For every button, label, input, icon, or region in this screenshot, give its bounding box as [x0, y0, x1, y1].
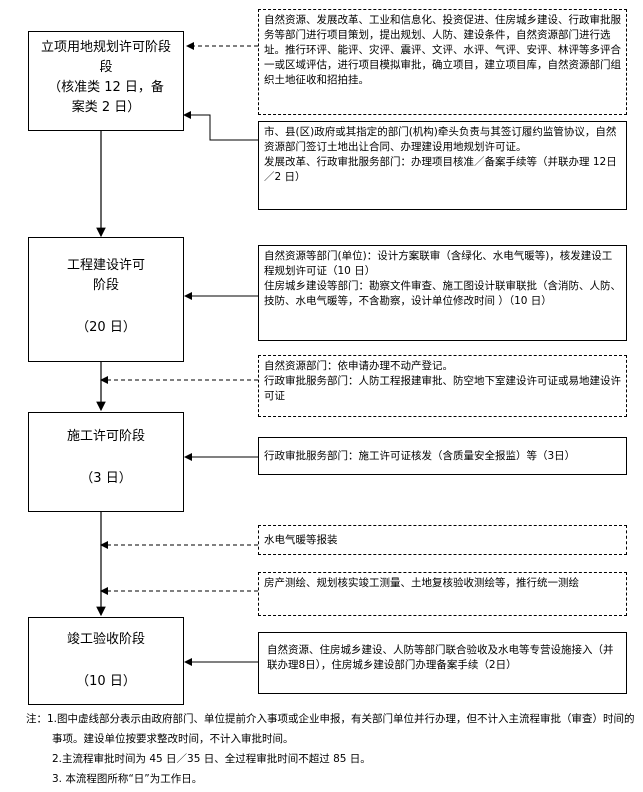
stage-2-title: 工程建设许可: [66, 258, 145, 273]
side-box-3-text: 自然资源等部门(单位)：设计方案联审（含绿化、水电气暖等)，核发建设工程规划许可…: [264, 250, 613, 277]
stage-2-title-line2: 阶段: [92, 278, 119, 293]
side-box-completion-acceptance: 自然资源、住房城乡建设、人防等部门联合验收及水电等专营设施接入（并联办理8日），…: [258, 632, 627, 694]
stage-box-2: 工程建设许可 阶段 （20 日）: [28, 237, 184, 362]
stage-1-title: 立项用地规划许可阶段: [40, 40, 171, 55]
stage-4-duration: （10 日）: [76, 674, 136, 689]
stage-box-3: 施工许可阶段 （3 日）: [28, 412, 184, 512]
side-box-7-text: 房产测绘、规划核实竣工测量、土地复核验收测绘等，推行统一测绘: [264, 577, 579, 589]
side-box-3-text2: 住房城乡建设等部门：勘察文件审查、施工图设计联审联批（含消防、人防、技防、水电气…: [264, 280, 621, 307]
stage-box-1: 立项用地规划许可阶段 段 （核准类 12 日，备案类 2 日）: [28, 31, 184, 131]
side-box-construction-permit: 行政审批服务部门：施工许可证核发（含质量安全报监）等（3日）: [258, 437, 627, 475]
side-box-registration: 自然资源部门：依申请办理不动产登记。 行政审批服务部门：人防工程报建审批、防空地…: [258, 355, 627, 417]
side-box-6-text: 水电气暖等报装: [264, 534, 338, 546]
side-box-1-text: 自然资源、发展改革、工业和信息化、投资促进、住房城乡建设、行政审批服务等部门进行…: [264, 14, 621, 86]
note-3: 3. 本流程图所称“日”为工作日。: [52, 773, 203, 785]
side-box-4-text: 自然资源部门：依申请办理不动产登记。: [264, 360, 453, 372]
footnotes: 注：1.图中虚线部分表示由政府部门、单位提前介入事项或企业申报，有关部门单位并行…: [26, 709, 640, 789]
side-box-planning: 自然资源、发展改革、工业和信息化、投资促进、住房城乡建设、行政审批服务等部门进行…: [258, 9, 627, 115]
side-box-8-text: 自然资源、住房城乡建设、人防等部门联合验收及水电等专营设施接入（并联办理8日），…: [267, 644, 614, 671]
side-box-4-text2: 行政审批服务部门：人防工程报建审批、防空地下室建设许可证或易地建设许可证: [264, 375, 621, 402]
side-box-surveying: 房产测绘、规划核实竣工测量、土地复核验收测绘等，推行统一测绘: [258, 572, 627, 616]
side-box-land-contract: 市、县(区)政府或其指定的部门(机构)牵头负责与其签订履约监管协议，自然资源部门…: [258, 121, 627, 210]
stage-3-duration: （3 日）: [80, 471, 132, 486]
side-box-utilities: 水电气暖等报装: [258, 525, 627, 555]
stage-3-title: 施工许可阶段: [66, 429, 145, 444]
side-arrow-2: [183, 111, 258, 141]
side-box-2-text: 市、县(区)政府或其指定的部门(机构)牵头负责与其签订履约监管协议，自然资源部门…: [264, 126, 617, 153]
stage-1-duration: （核准类 12 日，备案类 2 日）: [48, 80, 164, 115]
stage-1-title-line2: 段: [99, 60, 113, 75]
stage-box-4: 竣工验收阶段 （10 日）: [28, 617, 184, 705]
side-box-2-text2: 发展改革、行政审批服务部门：办理项目核准／备案手续等（并联办理 12日／2 日）: [264, 156, 617, 183]
side-box-5-text: 行政审批服务部门：施工许可证核发（含质量安全报监）等（3日）: [264, 450, 576, 462]
stage-2-duration: （20 日）: [76, 320, 136, 335]
note-2: 2.主流程审批时间为 45 日／35 日、全过程审批时间不超过 85 日。: [52, 753, 371, 765]
note-1: 注：1.图中虚线部分表示由政府部门、单位提前介入事项或企业申报，有关部门单位并行…: [26, 713, 635, 745]
stage-4-title: 竣工验收阶段: [66, 632, 145, 647]
side-box-design-review: 自然资源等部门(单位)：设计方案联审（含绿化、水电气暖等)，核发建设工程规划许可…: [258, 245, 627, 341]
